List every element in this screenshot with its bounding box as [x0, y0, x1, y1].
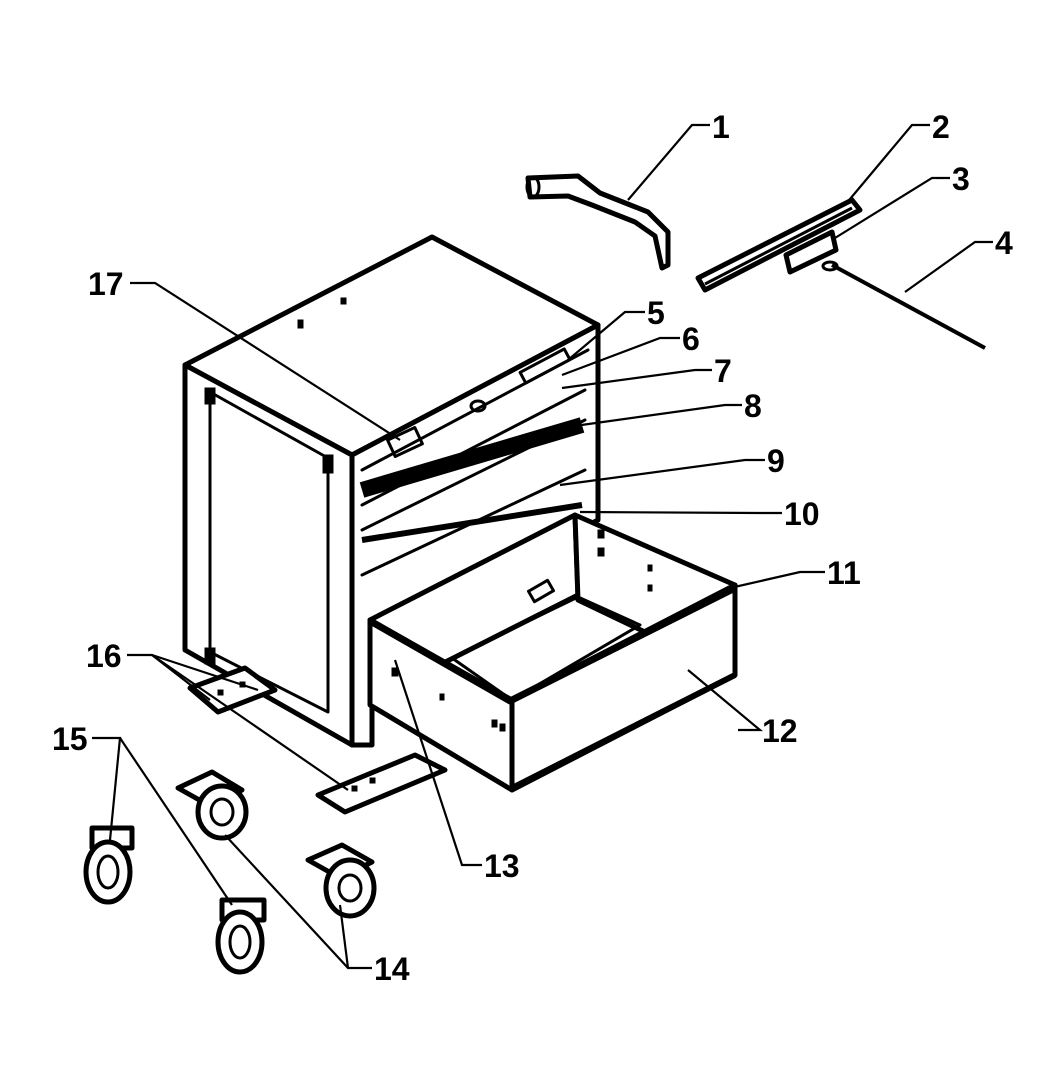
leader-11	[729, 570, 825, 590]
leader-7	[561, 368, 712, 390]
callout-16: 16	[86, 638, 122, 674]
drawer-divider-8	[359, 417, 585, 498]
side-tab-top	[204, 387, 216, 405]
leader-14b	[338, 904, 350, 969]
leader-1	[627, 123, 710, 201]
plate-hole-4	[369, 777, 376, 784]
callout-10: 10	[784, 496, 820, 532]
open-drawer	[367, 512, 738, 793]
cabinet-body	[182, 234, 601, 748]
plate-hole-1	[217, 689, 224, 696]
callouts: 1 2 3 4 5 6 7 8 9 10 11 12 13 14 15 16 1…	[52, 109, 1013, 987]
drawer-hole-1	[597, 529, 605, 539]
caster-plate-left	[187, 665, 278, 715]
callout-9: 9	[767, 443, 785, 479]
part-3-slide-bracket	[783, 229, 839, 275]
caster-14a	[175, 769, 249, 841]
leader-8	[559, 403, 742, 430]
leader-13	[393, 659, 482, 867]
caster-plates	[187, 665, 448, 815]
side-panel-inset	[208, 390, 330, 714]
caster-14b-hub	[337, 873, 363, 903]
leader-lines	[92, 123, 993, 970]
leader-16b	[151, 653, 259, 692]
callout-15: 15	[52, 721, 88, 757]
drawer-hole-2	[597, 547, 605, 557]
side-tab-bottom	[204, 647, 216, 665]
callout-4: 4	[995, 225, 1013, 261]
slide-rail-groove	[704, 206, 853, 286]
top-fastener-2	[340, 297, 347, 305]
lock-hardware	[469, 399, 487, 413]
leader-12	[687, 669, 764, 732]
cabinet-handle	[386, 426, 424, 458]
drawer-rim-front	[370, 618, 514, 706]
caster-plate-front	[315, 752, 448, 815]
callout-14: 14	[374, 951, 410, 987]
leader-3	[834, 176, 950, 239]
callout-3: 3	[952, 161, 970, 197]
bracket-end	[525, 175, 541, 199]
caster-14a-hub	[209, 797, 235, 827]
callout-17: 17	[88, 266, 124, 302]
caster-15a	[83, 825, 135, 905]
caster-15a-wheel	[83, 839, 133, 905]
leader-15a	[92, 736, 122, 841]
drawer-bottom-edge	[510, 672, 737, 791]
caster-14b-wheel	[323, 857, 377, 919]
caster-15b-wheel	[215, 909, 265, 975]
caster-14a-wheel	[195, 783, 249, 841]
drawer-slot-3	[360, 418, 587, 532]
leader-2	[844, 123, 930, 206]
leader-9	[559, 458, 765, 487]
side-tab-right	[322, 454, 334, 474]
leader-16c	[151, 654, 349, 791]
callout-11: 11	[827, 555, 861, 591]
leader-17	[130, 281, 401, 441]
caster-15b-hub	[228, 924, 252, 960]
rod-body	[831, 263, 986, 350]
callout-1: 1	[712, 109, 730, 145]
part-4-rod	[821, 260, 986, 350]
drawer-hole-6	[439, 693, 445, 701]
drawer-hole-7	[491, 719, 498, 728]
part-2-slide-rail	[695, 197, 863, 293]
drawer-hole-4	[647, 584, 653, 592]
callout-7: 7	[714, 353, 732, 389]
drawer-slot-4	[360, 468, 587, 577]
top-fastener-1	[297, 319, 304, 329]
leader-5	[567, 310, 645, 361]
callout-5: 5	[647, 295, 665, 331]
part-1-bracket	[525, 173, 671, 271]
leader-4	[904, 240, 993, 293]
drawer-hole-3	[647, 564, 653, 572]
drawer-hole-8	[499, 723, 506, 732]
caster-14b	[305, 842, 377, 919]
caster-15b	[215, 897, 267, 975]
caster-15a-hub	[96, 854, 120, 890]
rod-end	[821, 260, 839, 272]
leader-6	[561, 336, 680, 377]
drawer-rim-side	[510, 584, 737, 704]
bracket-body	[525, 173, 671, 271]
drawer-pull-strip	[518, 347, 572, 385]
plate-hole-3	[351, 785, 358, 792]
callout-8: 8	[744, 388, 762, 424]
slide-bracket-body	[783, 229, 839, 275]
callout-6: 6	[682, 321, 700, 357]
callout-12: 12	[762, 713, 798, 749]
leader-15b	[119, 737, 233, 906]
drawer-clip	[526, 578, 556, 604]
leader-10	[579, 510, 782, 515]
callout-2: 2	[932, 109, 950, 145]
callout-13: 13	[484, 848, 520, 884]
